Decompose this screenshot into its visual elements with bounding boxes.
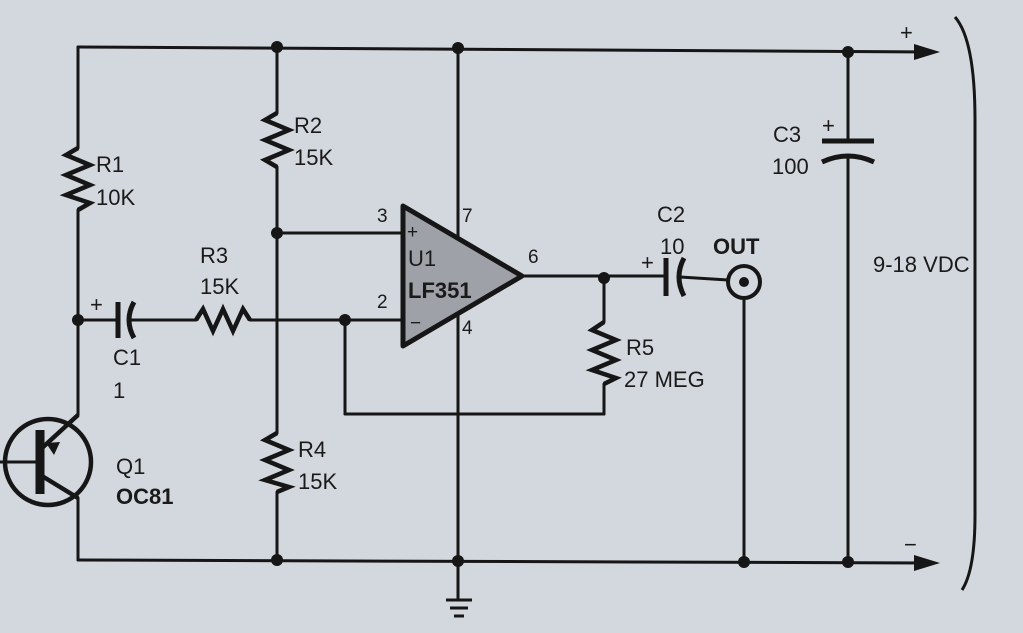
output-wires	[343, 274, 666, 416]
supply-brace	[953, 16, 977, 591]
positive-rail-label: +	[900, 20, 913, 45]
ground-rail-arrow-icon	[914, 555, 940, 571]
u1-pin-6: 6	[528, 247, 539, 268]
q1-ref: Q1	[116, 454, 145, 479]
resistor-r1	[59, 146, 96, 212]
r2-value: 15K	[294, 145, 333, 170]
u1-in-minus: −	[410, 313, 421, 334]
capacitor-c3	[820, 50, 876, 564]
resistor-r5	[585, 320, 622, 387]
divider-wires	[275, 45, 407, 562]
c3-value: 100	[772, 154, 809, 179]
c2-ref: C2	[657, 202, 685, 227]
capacitor-c1	[76, 300, 198, 340]
supply-voltage-label: 9-18 VDC	[873, 252, 970, 277]
u1-in-plus: +	[407, 222, 418, 243]
junction-dots	[72, 41, 854, 568]
c2-value: 10	[660, 234, 684, 259]
capacitor-c2	[663, 256, 730, 298]
c3-ref: C3	[773, 122, 801, 147]
u1-pin-2: 2	[377, 292, 388, 313]
r1-ref: R1	[96, 152, 124, 177]
resistor-r2	[259, 111, 295, 169]
u1-pin-7: 7	[462, 206, 473, 227]
q1-part: OC81	[116, 484, 173, 509]
r3-ref: R3	[200, 243, 228, 268]
c1-value: 1	[113, 378, 125, 403]
r4-ref: R4	[298, 437, 326, 462]
opamp-u1	[400, 203, 525, 349]
u1-ref: U1	[408, 246, 436, 271]
r3-value: 15K	[200, 274, 239, 299]
resistor-r4	[258, 431, 296, 495]
positive-rail-arrow-icon	[914, 44, 940, 60]
u1-pin-4: 4	[462, 318, 473, 339]
u1-pin-3: 3	[377, 206, 388, 227]
c1-ref: C1	[113, 345, 141, 370]
c3-polarity: +	[822, 113, 835, 138]
pnp-emitter-arrow-icon	[46, 442, 60, 455]
c1-polarity: +	[90, 292, 103, 317]
c2-polarity: +	[641, 250, 654, 275]
ground-rail	[76, 555, 940, 571]
u1-part: LF351	[408, 278, 472, 303]
ground-icon	[446, 598, 472, 618]
output-jack	[726, 264, 762, 564]
output-label: OUT	[713, 234, 760, 259]
r5-value: 27 MEG	[624, 367, 705, 392]
r4-value: 15K	[298, 469, 337, 494]
positive-rail	[76, 44, 940, 60]
transistor-q1	[0, 413, 94, 508]
resistor-r3	[194, 303, 252, 337]
r1-value: 10K	[96, 185, 135, 210]
negative-rail-label: −	[904, 532, 917, 557]
r5-ref: R5	[626, 335, 654, 360]
r2-ref: R2	[294, 113, 322, 138]
